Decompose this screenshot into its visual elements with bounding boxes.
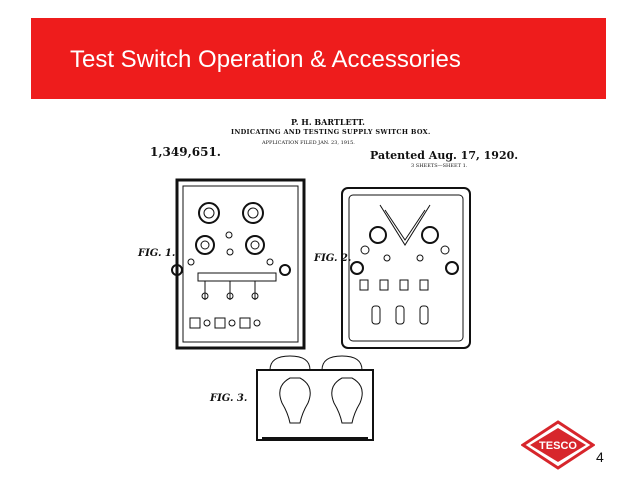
patent-filed: APPLICATION FILED JAN. 23, 1915. xyxy=(262,140,355,146)
fig3-lamp-box xyxy=(256,355,374,441)
patent-number: 1,349,651. xyxy=(150,145,221,159)
fig2-label: FIG. 2. xyxy=(314,253,352,264)
patent-inventor: P. H. BARTLETT. xyxy=(291,117,365,127)
tesco-logo: TESCO xyxy=(521,420,595,470)
page-number: 4 xyxy=(596,449,604,465)
fig2-switch-box xyxy=(341,187,471,349)
patent-sheets: 3 SHEETS—SHEET 1. xyxy=(411,163,468,169)
fig1-label: FIG. 1. xyxy=(138,248,176,259)
fig3-label: FIG. 3. xyxy=(210,393,248,404)
title-bar xyxy=(31,18,606,99)
patent-drawing xyxy=(171,178,471,441)
patent-title: INDICATING AND TESTING SUPPLY SWITCH BOX… xyxy=(231,128,431,136)
patent-date: Patented Aug. 17, 1920. xyxy=(370,149,519,162)
fig1-switch-box xyxy=(171,178,306,350)
svg-text:TESCO: TESCO xyxy=(539,440,577,452)
slide-title: Test Switch Operation & Accessories xyxy=(70,46,461,73)
